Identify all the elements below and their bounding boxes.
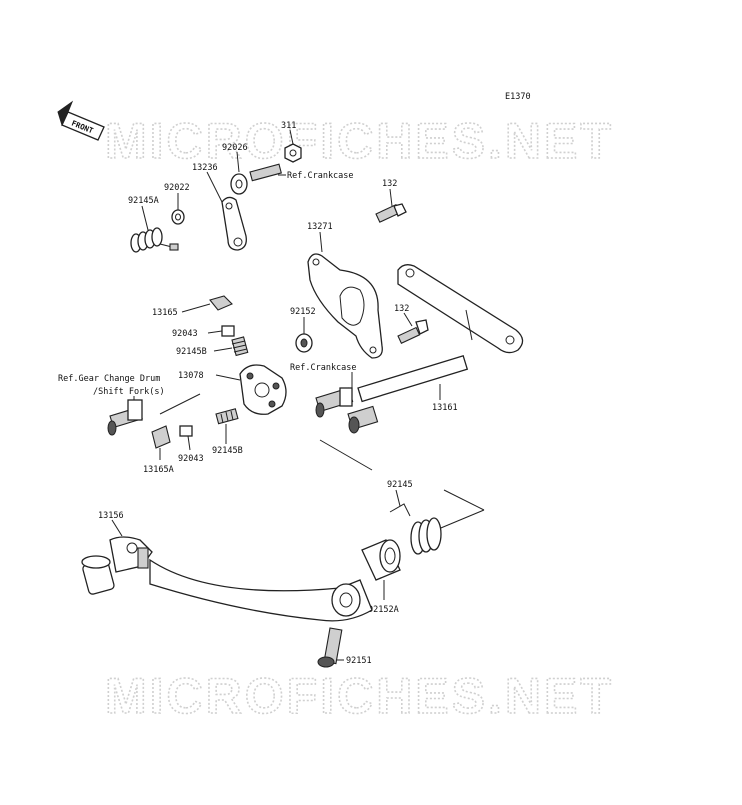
diagram-code: E1370 bbox=[505, 92, 531, 102]
bolt-92026 bbox=[230, 163, 282, 195]
spring-92145B-top bbox=[231, 336, 249, 357]
label-13236: 13236 bbox=[192, 163, 218, 173]
label-92145: 92145 bbox=[387, 480, 413, 490]
ref-crankcase-mid: Ref.Crankcase bbox=[290, 363, 357, 373]
label-13161: 13161 bbox=[432, 403, 458, 413]
link-plate-13236 bbox=[221, 196, 247, 251]
pawl-13165A bbox=[151, 425, 171, 449]
watermark-bottom: MICROFICHES.NET bbox=[105, 668, 614, 724]
collar-92152A bbox=[361, 539, 401, 581]
washer-92152 bbox=[295, 333, 313, 353]
label-92145A: 92145A bbox=[128, 196, 159, 206]
shift-cam-13078 bbox=[239, 364, 287, 415]
label-13156: 13156 bbox=[98, 511, 124, 521]
bolt-132-mid bbox=[397, 319, 429, 344]
nut-311 bbox=[284, 143, 302, 163]
bolt-132-top bbox=[375, 203, 407, 223]
label-13078: 13078 bbox=[178, 371, 204, 381]
front-arrow-icon: FRONT bbox=[57, 100, 105, 141]
shaft-13161 bbox=[347, 264, 524, 434]
bolt-92151 bbox=[317, 627, 343, 668]
spring-92145 bbox=[389, 503, 442, 555]
pedal-13156 bbox=[81, 536, 373, 622]
ref-gear-change-line2: /Shift Fork(s) bbox=[93, 387, 165, 397]
pawl-13165-top bbox=[209, 295, 233, 311]
label-13165-top: 13165 bbox=[152, 308, 178, 318]
label-92043-bottom: 92043 bbox=[178, 454, 204, 464]
plate-13271 bbox=[307, 253, 383, 359]
watermark-top: MICROFICHES.NET bbox=[105, 113, 614, 169]
washer-92022 bbox=[171, 209, 185, 225]
pin-92043-bottom bbox=[179, 425, 193, 437]
label-92026: 92026 bbox=[222, 143, 248, 153]
stud-crankcase-mid bbox=[315, 387, 354, 418]
label-92145B-bottom: 92145B bbox=[212, 446, 243, 456]
label-92043-top: 92043 bbox=[172, 329, 198, 339]
spring-92145A bbox=[130, 227, 179, 253]
label-92152A: 92152A bbox=[368, 605, 399, 615]
label-92145B-top: 92145B bbox=[176, 347, 207, 357]
label-92022: 92022 bbox=[164, 183, 190, 193]
label-311: 311 bbox=[281, 121, 296, 131]
label-92152: 92152 bbox=[290, 307, 316, 317]
label-132-top: 132 bbox=[382, 179, 397, 189]
label-13271: 13271 bbox=[307, 222, 333, 232]
stud-gear-change-drum bbox=[107, 399, 143, 436]
label-132-mid: 132 bbox=[394, 304, 409, 314]
spring-92145B-bottom bbox=[215, 408, 239, 425]
pin-92043-top bbox=[221, 325, 235, 337]
label-13165A: 13165A bbox=[143, 465, 174, 475]
label-92151: 92151 bbox=[346, 656, 372, 666]
ref-crankcase-top: Ref.Crankcase bbox=[287, 171, 354, 181]
ref-gear-change-line1: Ref.Gear Change Drum bbox=[58, 374, 160, 384]
